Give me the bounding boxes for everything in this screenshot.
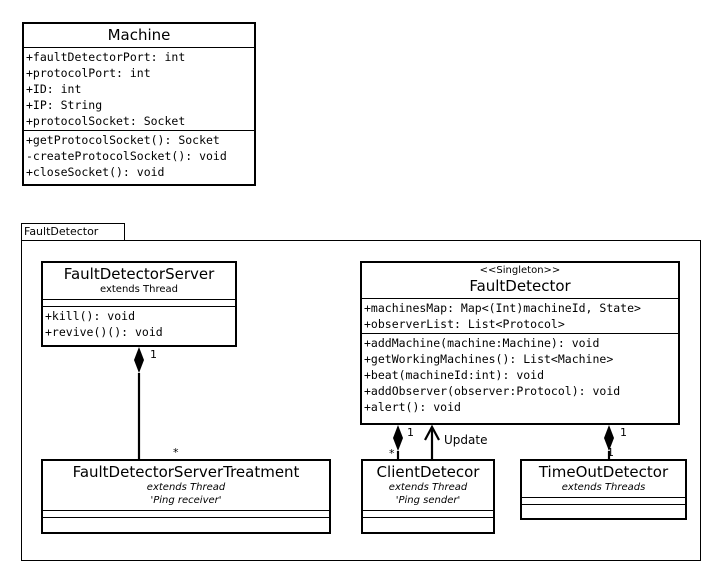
- operation: +addObserver(observer:Protocol): void: [364, 384, 621, 398]
- attribute: +protocolSocket: Socket: [26, 114, 186, 128]
- class-client-detector-note: 'Ping sender': [395, 495, 461, 506]
- package-body: [21, 240, 701, 561]
- class-fault-detector-header: <<Singleton>> FaultDetector: [362, 263, 678, 298]
- class-fault-detector-operations: +addMachine(machine:Machine): void +getWo…: [362, 333, 678, 416]
- operation: +getProtocolSocket(): Socket: [26, 133, 220, 147]
- class-machine-header: Machine: [24, 24, 254, 47]
- class-timeout-detector-header: TimeOutDetector extends Threads: [522, 461, 685, 497]
- class-machine-operations: +getProtocolSocket(): Socket -createProto…: [24, 130, 254, 181]
- attribute: +protocolPort: int: [26, 66, 151, 80]
- multiplicity-treatment-many: *: [173, 446, 179, 459]
- attribute: +faultDetectorPort: int: [26, 50, 186, 64]
- composition-diamond-detector-client: [393, 425, 403, 451]
- class-server-treatment-header: FaultDetectorServerTreatment extends Thr…: [43, 461, 329, 510]
- operation: +addMachine(machine:Machine): void: [364, 336, 600, 350]
- composition-diamond-server: [134, 347, 144, 373]
- update-arrow-head: [424, 424, 440, 441]
- class-fault-detector: <<Singleton>> FaultDetector +machinesMap…: [360, 261, 680, 425]
- operation: +kill(): void: [45, 309, 136, 323]
- class-server-treatment: FaultDetectorServerTreatment extends Thr…: [41, 459, 331, 534]
- class-fault-detector-server: FaultDetectorServer extends Thread +kill…: [41, 261, 237, 347]
- operation: +getWorkingMachines(): List<Machine>: [364, 352, 614, 366]
- class-client-detector-operations: [363, 517, 493, 524]
- class-server-treatment-name: FaultDetectorServerTreatment: [72, 463, 300, 481]
- attribute: +ID: int: [26, 82, 82, 96]
- update-label: Update: [444, 433, 488, 447]
- class-fault-detector-server-subtitle: extends Thread: [99, 284, 178, 295]
- multiplicity-timeout-one: 1: [607, 446, 614, 459]
- class-fault-detector-server-operations: +kill(): void +revive()(): void: [43, 306, 235, 341]
- class-timeout-detector: TimeOutDetector extends Threads: [520, 459, 687, 520]
- class-fault-detector-attributes: +machinesMap: Map<(Int)machineId, State>…: [362, 298, 678, 333]
- operation: +alert(): void: [364, 400, 461, 414]
- class-fault-detector-server-attributes: [43, 299, 235, 306]
- class-client-detector: ClientDetecor extends Thread 'Ping sende…: [361, 459, 495, 534]
- class-machine-attributes: +faultDetectorPort: int +protocolPort: in…: [24, 47, 254, 130]
- class-client-detector-name: ClientDetecor: [376, 463, 480, 481]
- class-client-detector-header: ClientDetecor extends Thread 'Ping sende…: [363, 461, 493, 510]
- class-fault-detector-name: FaultDetector: [469, 277, 571, 295]
- operation: +revive()(): void: [45, 325, 163, 339]
- class-timeout-detector-name: TimeOutDetector: [538, 463, 669, 481]
- class-timeout-detector-subtitle: extends Threads: [561, 482, 646, 493]
- class-fault-detector-stereotype: <<Singleton>>: [479, 265, 561, 276]
- class-client-detector-subtitle: extends Thread: [388, 482, 468, 493]
- multiplicity-detector-client-one: 1: [407, 426, 414, 439]
- class-server-treatment-note: 'Ping receiver': [150, 495, 222, 506]
- multiplicity-client-many: *: [389, 447, 395, 460]
- operation: -createProtocolSocket(): void: [26, 149, 227, 163]
- composition-diamond-detector-timeout: [604, 425, 614, 451]
- class-machine-name: Machine: [107, 26, 171, 44]
- operation: +beat(machineId:int): void: [364, 368, 545, 382]
- class-server-treatment-operations: [43, 517, 329, 524]
- class-fault-detector-server-header: FaultDetectorServer extends Thread: [43, 263, 235, 299]
- attribute: +IP: String: [26, 98, 103, 112]
- multiplicity-server-one: 1: [150, 348, 157, 361]
- class-machine: Machine +faultDetectorPort: int +protocol…: [22, 22, 256, 186]
- attribute: +machinesMap: Map<(Int)machineId, State>: [364, 301, 641, 315]
- class-server-treatment-attributes: [43, 510, 329, 517]
- operation: +closeSocket(): void: [26, 165, 165, 179]
- class-timeout-detector-attributes: [522, 497, 685, 504]
- multiplicity-detector-timeout-one: 1: [620, 426, 627, 439]
- attribute: +observerList: List<Protocol>: [364, 317, 565, 331]
- class-server-treatment-subtitle: extends Thread: [146, 482, 226, 493]
- class-fault-detector-server-name: FaultDetectorServer: [63, 265, 215, 283]
- class-client-detector-attributes: [363, 510, 493, 517]
- class-timeout-detector-operations: [522, 504, 685, 511]
